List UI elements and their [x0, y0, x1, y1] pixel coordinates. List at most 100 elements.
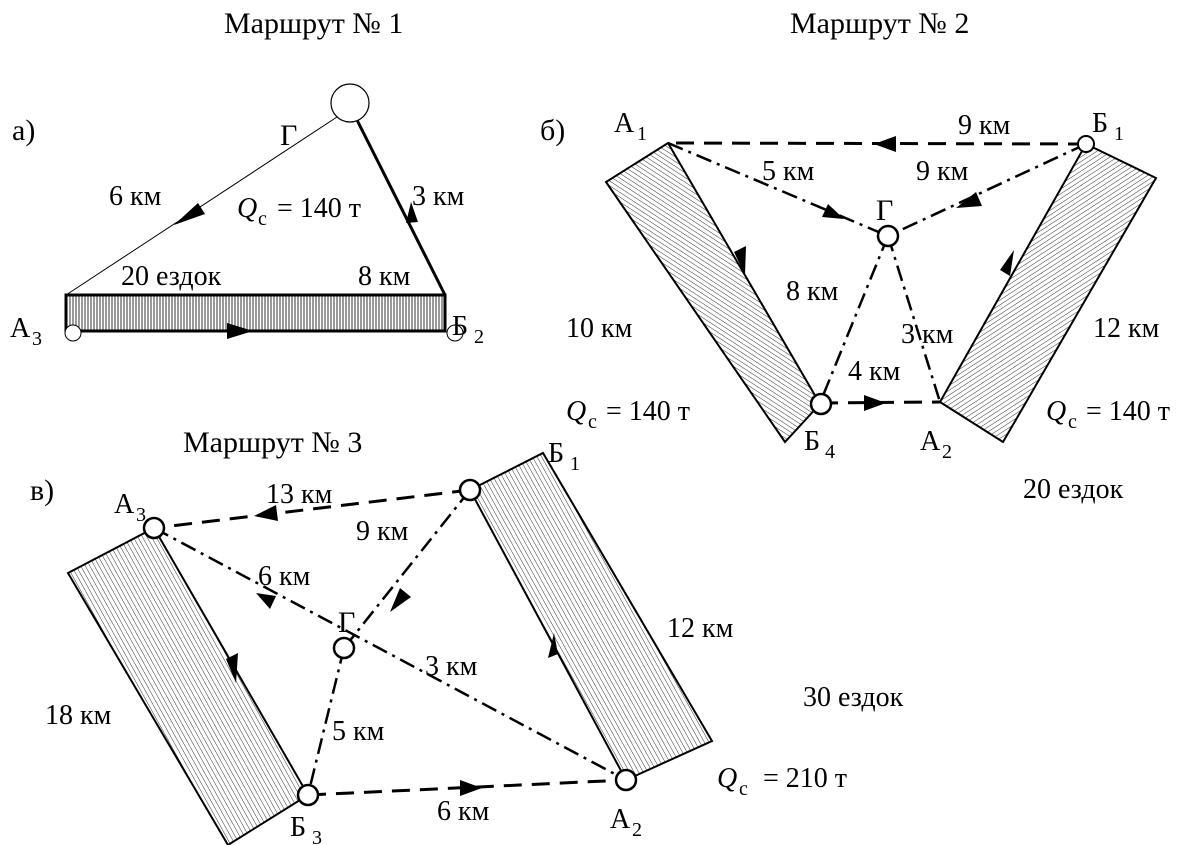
- route-1-depot-node: [330, 83, 370, 123]
- svg-text:3: 3: [32, 328, 42, 350]
- svg-text:1: 1: [637, 123, 647, 145]
- svg-text:4: 4: [825, 441, 835, 463]
- route-3-distance-a3-g: 6 км: [258, 561, 311, 592]
- route-1-arrow-b2-g: [406, 202, 418, 223]
- route-2-edge-b1-g: [887, 142, 1087, 238]
- route-1: Маршрут № 1 а) Г 6 км 3 км 20 ездок 8 км…: [10, 7, 484, 350]
- svg-text:2: 2: [942, 441, 952, 463]
- route-3-label-a3: А 3: [114, 489, 146, 526]
- route-3-qc: Q с = 210 т: [717, 763, 847, 800]
- route-2-label-a1: А 1: [614, 108, 647, 145]
- svg-text:3: 3: [136, 504, 146, 526]
- svg-text:А: А: [10, 313, 31, 344]
- svg-text:Б: Б: [452, 311, 468, 342]
- route-3-distance-g-a2: 3 км: [425, 651, 478, 682]
- route-2-arrow-b4-a2: [864, 395, 886, 411]
- route-1-edge-g-a3: [65, 114, 341, 296]
- route-2-node-depot: [876, 224, 900, 248]
- route-1-label-b2: Б 2: [452, 311, 484, 348]
- route-2-panel-label: б): [540, 114, 565, 147]
- route-2-distance-g-b4: 8 км: [786, 276, 839, 307]
- route-2-distance-a2-b1: 12 км: [1093, 313, 1160, 344]
- route-3-trips: 30 ездок: [803, 682, 904, 713]
- route-2-trips: 20 ездок: [1023, 474, 1124, 505]
- route-3-label-a2: А 2: [610, 804, 642, 841]
- route-3-distance-b1-a3: 13 км: [266, 479, 333, 510]
- route-3-edge-b1-g: [343, 489, 471, 649]
- route-2-loaded-segment-a1-b4: [604, 141, 822, 444]
- route-3-loaded-segment-a3-b3: [66, 526, 310, 845]
- route-1-node-b2: [446, 324, 464, 342]
- svg-text:1: 1: [1114, 123, 1124, 145]
- svg-text:2: 2: [632, 819, 642, 841]
- route-2-title: Маршрут № 2: [790, 7, 969, 40]
- route-3-edge-b3-a2: [307, 778, 627, 797]
- route-1-qc-sub: с: [258, 208, 267, 230]
- route-2-loaded-segment-a2-b1: [938, 142, 1158, 444]
- route-3-node-a2: [614, 768, 638, 792]
- route-1-label-a3: А 3: [10, 313, 42, 350]
- route-2-distance-a1-b4: 10 км: [566, 313, 633, 344]
- route-1-node-a3: [64, 324, 82, 342]
- svg-text:А: А: [614, 108, 635, 139]
- route-2-label-b4: Б 4: [804, 426, 835, 463]
- route-2-distance-a1-g: 5 км: [762, 156, 815, 187]
- route-1-trips: 20 ездок: [121, 261, 222, 292]
- route-3-node-b3: [296, 783, 320, 807]
- route-2-arrow-a1-g: [822, 204, 844, 219]
- route-1-distance-b2-g: 3 км: [412, 181, 465, 212]
- route-3-title: Маршрут № 3: [183, 426, 362, 459]
- svg-text:3: 3: [312, 827, 322, 845]
- route-3-panel-label: в): [30, 474, 54, 507]
- route-1-qc-var: Q: [237, 193, 257, 224]
- route-3-arrow-a2-b1: [548, 633, 558, 658]
- route-2-qc-left: Q с = 140 т: [566, 396, 690, 433]
- svg-text:Б: Б: [548, 438, 564, 469]
- route-2: Маршрут № 2 б) А 1 Б 1 Г: [540, 7, 1170, 505]
- route-1-panel-label: а): [12, 114, 35, 147]
- svg-text:1: 1: [570, 453, 580, 475]
- route-3-distance-b1-g: 9 км: [356, 516, 409, 547]
- route-3-loaded-segment-a2-b1: [468, 451, 714, 782]
- route-2-label-b1: Б 1: [1092, 108, 1124, 145]
- route-1-distance-a3-b2: 8 км: [358, 261, 411, 292]
- route-2-distance-b4-a2: 4 км: [848, 356, 901, 387]
- svg-text:Б: Б: [1092, 108, 1108, 139]
- route-3-arrow-a3-g: [256, 593, 276, 609]
- route-3-distance-a3-b3: 18 км: [45, 700, 112, 731]
- route-3-node-b1: [458, 478, 482, 502]
- svg-text:Б: Б: [804, 426, 820, 457]
- route-2-arrow-a1-b4: [734, 246, 746, 275]
- svg-text:с: с: [739, 778, 748, 800]
- route-2-distance-b1-a1: 9 км: [958, 110, 1011, 141]
- route-2-edge-a1-g: [667, 141, 889, 238]
- svg-text:2: 2: [474, 326, 484, 348]
- route-3-node-a3: [142, 516, 166, 540]
- svg-text:А: А: [610, 804, 631, 835]
- route-2-arrow-b1-a1: [874, 136, 896, 152]
- svg-text:= 210 т: = 210 т: [763, 763, 847, 794]
- route-3-distance-b3-a2: 6 км: [437, 796, 490, 827]
- route-3-edge-a3-a2-via-g: [153, 526, 627, 782]
- svg-text:Б: Б: [290, 812, 306, 843]
- route-1-arrow-a3-b2: [227, 323, 253, 339]
- svg-text:= 140 т: = 140 т: [606, 396, 690, 427]
- route-1-loaded-segment: [64, 293, 447, 333]
- svg-text:Q: Q: [566, 396, 586, 427]
- route-2-arrow-b1-g: [956, 192, 982, 208]
- route-3-node-depot: [332, 636, 356, 660]
- route-2-distance-b1-g: 9 км: [916, 156, 969, 187]
- route-2-arrow-a2-b1: [1000, 250, 1014, 276]
- route-3-edge-g-b3: [306, 647, 346, 796]
- route-1-title: Маршрут № 1: [224, 7, 403, 40]
- route-3-arrow-b1-a3: [254, 505, 278, 521]
- route-3-distance-a2-b1: 12 км: [667, 613, 734, 644]
- route-2-label-a2: А 2: [920, 426, 952, 463]
- route-3-label-b3: Б 3: [290, 812, 322, 845]
- route-1-distance-g-a3: 6 км: [109, 181, 162, 212]
- route-1-arrow-g-a3: [174, 203, 205, 225]
- route-2-depot-label: Г: [876, 194, 893, 227]
- route-1-qc-value: = 140 т: [277, 193, 361, 224]
- route-3-depot-label: Г: [338, 606, 355, 639]
